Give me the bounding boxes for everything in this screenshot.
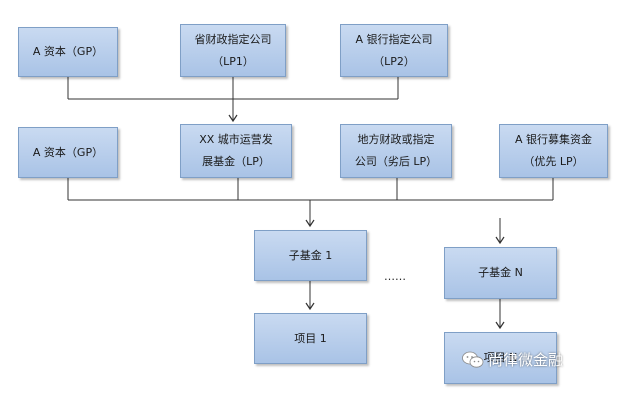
box-a-capital-gp-middle: A 资本（GP）: [18, 127, 118, 178]
box-local-finance-subordinate-lp: 地方财政或指定 公司（劣后 LP）: [340, 124, 452, 178]
box-label-line2: 公司（劣后 LP）: [354, 155, 438, 168]
box-label-line2: 展基金（LP）: [202, 155, 270, 168]
box-label: 项目 N: [483, 351, 518, 364]
box-label: 子基金 1: [288, 248, 333, 262]
box-label-line2: （LP1）: [212, 54, 254, 68]
box-a-bank-company-lp2: A 银行指定公司 （LP2）: [340, 24, 448, 77]
watermark: 尚律微金融: [462, 349, 563, 370]
box-label-line1: 地方财政或指定: [357, 133, 435, 146]
ellipsis: ……: [384, 270, 406, 283]
box-subfund-1: 子基金 1: [254, 230, 367, 281]
box-provincial-finance-lp1: 省财政指定公司 （LP1）: [180, 24, 286, 77]
box-label-line2: （LP2）: [373, 54, 415, 68]
box-label: A 资本（GP）: [32, 45, 104, 58]
box-label-line1: 省财政指定公司: [194, 32, 272, 46]
box-project-1: 项目 1: [254, 313, 367, 364]
box-label-line1: XX 城市运营发: [199, 133, 273, 146]
box-city-operation-fund-lp: XX 城市运营发 展基金（LP）: [180, 124, 292, 178]
box-label: 子基金 N: [478, 266, 523, 279]
box-a-bank-raised-funds-priority-lp: A 银行募集资金 （优先 LP）: [499, 124, 608, 178]
box-a-capital-gp-top: A 资本（GP）: [18, 27, 118, 77]
box-label-line1: A 银行指定公司: [355, 32, 433, 46]
box-label: 项目 1: [294, 331, 327, 345]
wechat-icon: [462, 351, 484, 368]
watermark-text: 尚律微金融: [488, 351, 564, 369]
box-label-line1: A 银行募集资金: [514, 133, 593, 146]
box-subfund-n: 子基金 N: [444, 247, 557, 299]
box-label: A 资本（GP）: [32, 145, 104, 159]
box-label-line2: （优先 LP）: [523, 155, 584, 168]
